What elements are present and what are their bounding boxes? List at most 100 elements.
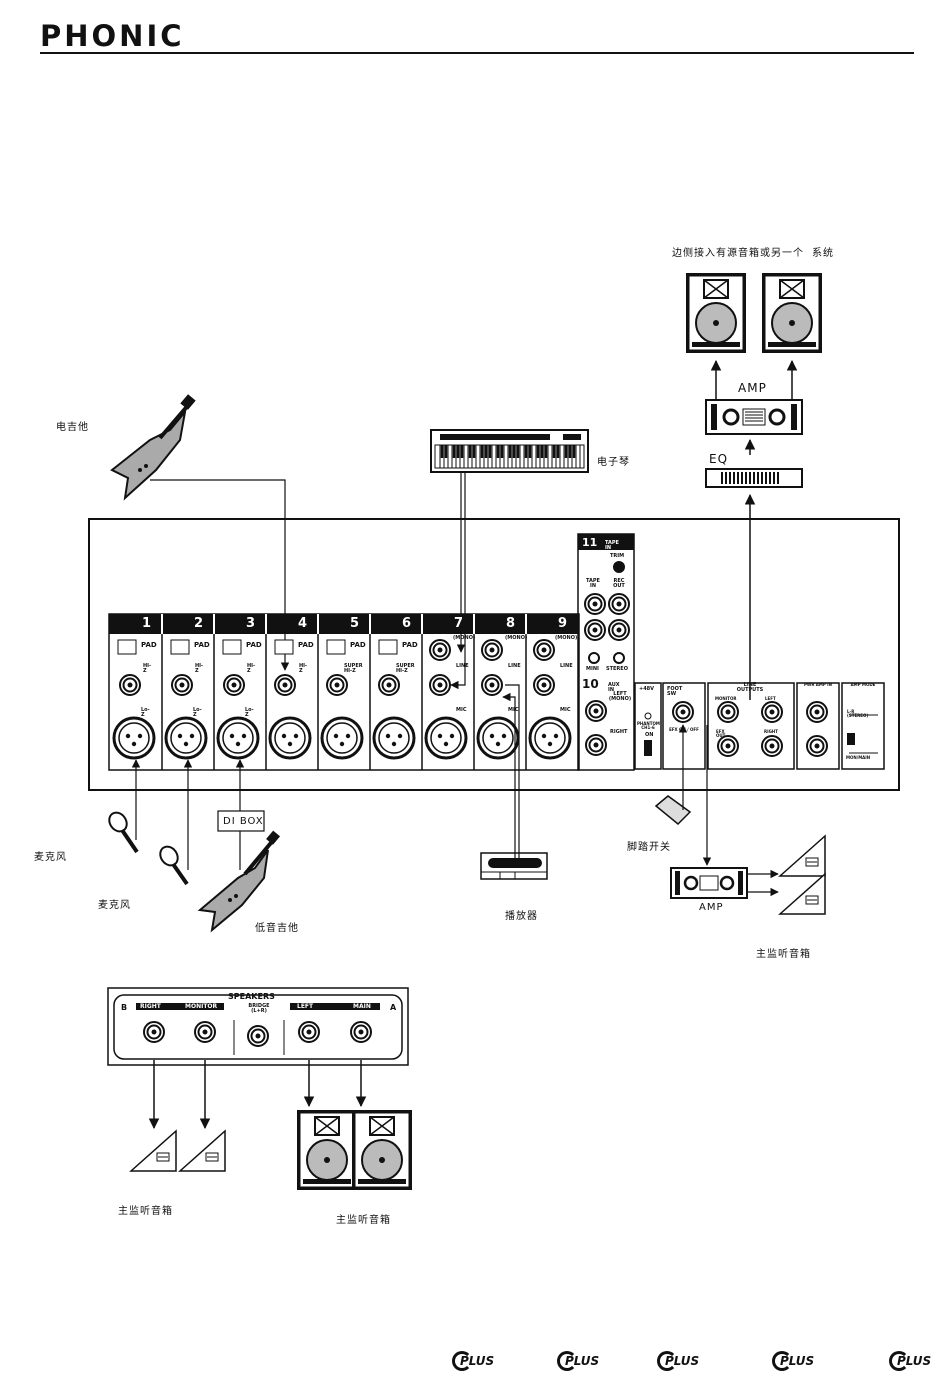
header-rule xyxy=(40,52,914,54)
tape-aux-section xyxy=(577,533,635,771)
footswitch xyxy=(654,795,692,826)
channel-number: 8 xyxy=(505,616,515,631)
mono-label: (MONO) xyxy=(505,635,528,641)
aux-system-label: 系统 xyxy=(812,248,834,259)
mic-2-label: 麦克风 xyxy=(98,900,131,911)
phantom-label: +48V xyxy=(639,686,655,692)
pad-label: PAD xyxy=(141,641,157,649)
electric-guitar-label: 电吉他 xyxy=(56,422,89,433)
microphone-1 xyxy=(108,811,139,854)
hi-z-label: HI-Z xyxy=(299,663,308,674)
bass-guitar xyxy=(197,830,281,933)
super-hi-z-label: SUPER HI-Z xyxy=(396,663,415,674)
monitor-out-label: MONITOR xyxy=(715,696,737,701)
channel-number: 2 xyxy=(193,616,203,631)
right-panels xyxy=(634,682,885,770)
plus-ring-icon xyxy=(557,1351,577,1371)
monitor-center-label: 主监听音箱 xyxy=(336,1215,391,1226)
main-speaker-right xyxy=(351,1109,413,1191)
hi-z-label: HI-Z xyxy=(195,663,204,674)
monitor-left-label: 主监听音箱 xyxy=(118,1206,173,1217)
panel-monitor-label: MONITOR xyxy=(185,1003,218,1010)
tape-number: 11 xyxy=(582,536,598,549)
trim-label: TRIM xyxy=(610,553,625,559)
pad-label: PAD xyxy=(402,641,418,649)
di-box xyxy=(217,810,265,832)
foot-sw-label: FOOT SW xyxy=(667,686,683,697)
bottom-amp-label: AMP xyxy=(699,902,724,913)
channel-number-row: 1 2 3 4 5 6 7 8 9 xyxy=(109,616,579,632)
mon-main-label: MON/MAIN xyxy=(846,755,871,760)
mono-label: (MONO) xyxy=(453,635,476,641)
channel-number: 6 xyxy=(401,616,411,631)
left-out-label: LEFT xyxy=(765,696,776,701)
plus-text: PLUS xyxy=(897,1354,932,1368)
pwr-amp-in-label: PWR AMP IN xyxy=(803,682,833,687)
right-out-label: RIGHT xyxy=(764,729,778,734)
pad-label: PAD xyxy=(194,641,210,649)
microphone-2 xyxy=(159,845,189,886)
mini-label: MINI xyxy=(586,666,599,672)
plus-ring-icon xyxy=(772,1351,792,1371)
on-label: ON xyxy=(645,732,654,738)
top-amp-label: AMP xyxy=(738,381,767,395)
mic-1-label: 麦克风 xyxy=(34,852,67,863)
keyboard-label: 电子琴 xyxy=(597,457,630,468)
tape-in-label: TAPE IN xyxy=(586,578,600,589)
panel-left-label: LEFT xyxy=(297,1003,314,1010)
plus-badge: PLUS xyxy=(452,1351,496,1373)
channel-number: 5 xyxy=(349,616,359,631)
rec-out-label: REC OUT xyxy=(613,578,625,589)
di-box-label: DI BOX xyxy=(223,816,264,827)
pad-label: PAD xyxy=(350,641,366,649)
lo-z-label: Lo-Z xyxy=(193,707,202,718)
line-outputs-label: LINE OUTPUTS xyxy=(736,682,764,693)
lo-z-label: Lo-Z xyxy=(141,707,150,718)
plus-ring-icon xyxy=(889,1351,909,1371)
left-mono-label: LEFT (MONO) xyxy=(608,691,632,702)
top-amp xyxy=(705,399,803,435)
channel-number: 9 xyxy=(557,616,567,631)
right-label: RIGHT xyxy=(610,729,628,735)
lr-stereo-label: L-R (STEREO) xyxy=(847,709,869,718)
panel-bridge-label: BRIDGE (L+R) xyxy=(248,1003,270,1014)
keyboard-instrument xyxy=(430,429,589,473)
plus-text: PLUS xyxy=(460,1354,495,1368)
monitor-wedge-2 xyxy=(779,873,826,915)
monitor-wedge-4 xyxy=(179,1130,226,1172)
super-hi-z-label: SUPER HI-Z xyxy=(344,663,363,674)
speaker-panel xyxy=(107,987,409,1066)
channel-number: 4 xyxy=(297,616,307,631)
top-speaker-right xyxy=(761,272,823,354)
line-label: LINE xyxy=(456,663,469,669)
player-label: 播放器 xyxy=(505,911,538,922)
stereo-label: STEREO xyxy=(606,666,628,672)
tape-in-heading: TAPE IN xyxy=(605,540,619,551)
channel-strips xyxy=(108,613,580,771)
top-speaker-left xyxy=(685,272,747,354)
aux-number: 10 xyxy=(582,677,599,691)
plus-ring-icon xyxy=(657,1351,677,1371)
footswitch-label: 脚踏开关 xyxy=(627,842,671,853)
brand-logo: PHONIC xyxy=(40,19,185,53)
amp-mode-label: AMP MODE xyxy=(850,682,876,687)
aux-in-label: AUX IN xyxy=(608,682,620,693)
line-label: LINE xyxy=(560,663,573,669)
monitor-right-label: 主监听音箱 xyxy=(756,949,811,960)
efx-out-label: EFX OUT xyxy=(716,729,726,738)
mixer-outline xyxy=(88,518,900,791)
plus-text: PLUS xyxy=(780,1354,815,1368)
bass-guitar-label: 低音吉他 xyxy=(255,923,299,934)
plus-text: PLUS xyxy=(665,1354,700,1368)
hi-z-label: HI-Z xyxy=(247,663,256,674)
mic-label: MIC xyxy=(508,707,519,713)
plus-text: PLUS xyxy=(565,1354,600,1368)
plus-badge: PLUS xyxy=(657,1351,701,1373)
phantom-sub-label: PHANTOM CH1-6 xyxy=(637,721,660,730)
channel-number: 3 xyxy=(245,616,255,631)
plus-badge: PLUS xyxy=(557,1351,601,1373)
mic-label: MIC xyxy=(560,707,571,713)
plus-badge: PLUS xyxy=(889,1351,933,1373)
speakers-title: SPEAKERS xyxy=(228,992,275,1001)
